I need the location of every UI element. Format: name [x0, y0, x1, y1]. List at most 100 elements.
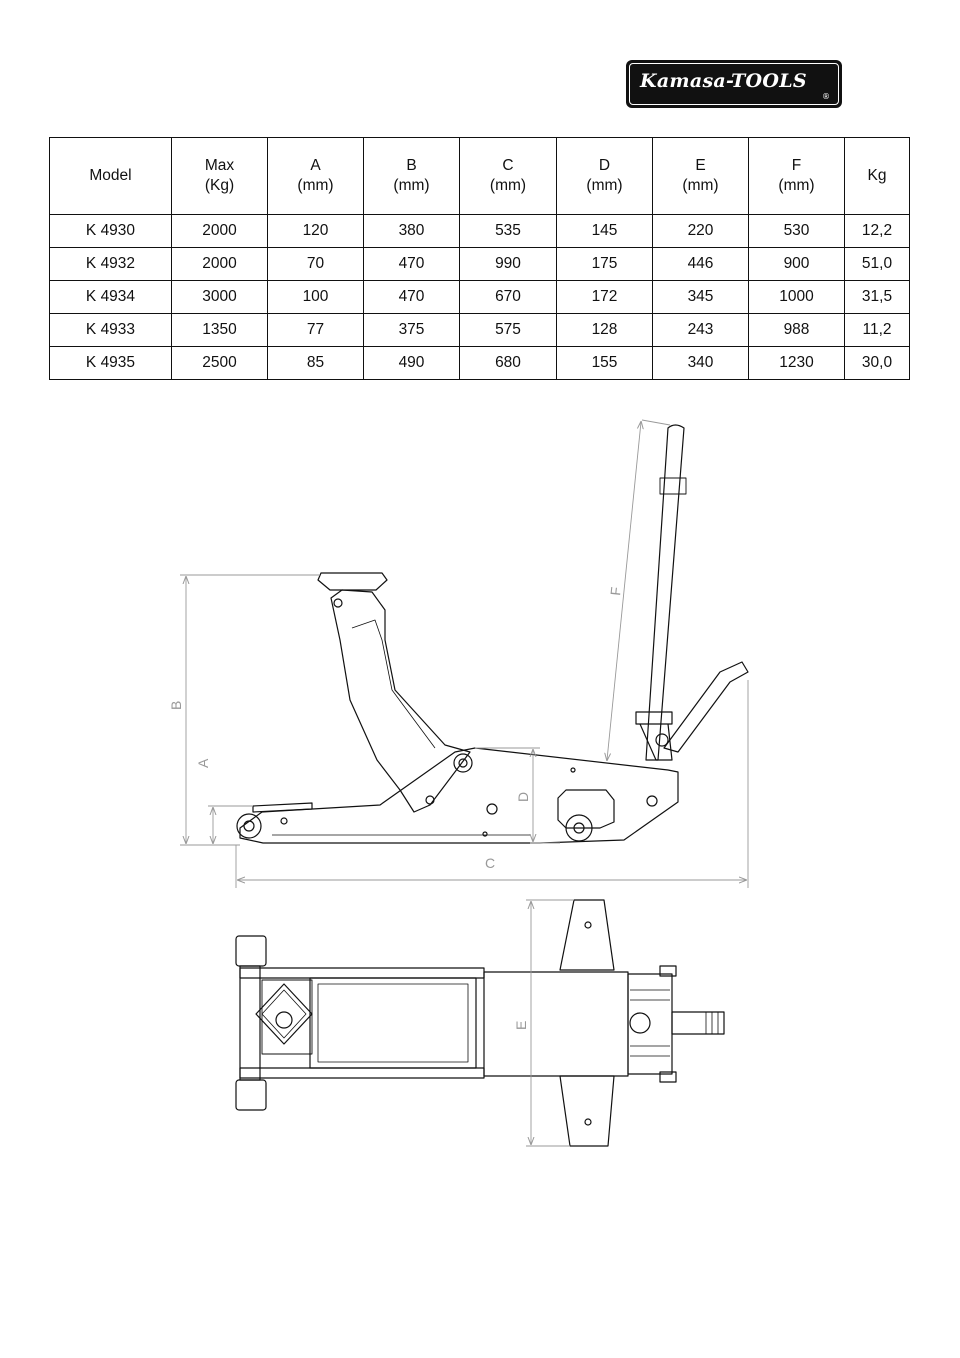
cell-a: 85 — [267, 346, 364, 380]
rear-wheel-hub — [573, 822, 585, 834]
cell-c: 990 — [459, 247, 557, 281]
lift-arm-inner — [351, 619, 436, 749]
cell-f: 1230 — [748, 346, 845, 380]
label-e: E — [513, 1021, 529, 1030]
frame-rail-top — [239, 967, 485, 979]
cell-c: 535 — [459, 214, 557, 248]
cell-a: 100 — [267, 280, 364, 314]
hydraulic-body-inner — [317, 983, 469, 1063]
cell-c: 680 — [459, 346, 557, 380]
chassis-hole — [486, 803, 498, 815]
cell-b: 470 — [363, 280, 460, 314]
lower-pivot — [425, 795, 435, 805]
pump-lines — [630, 989, 670, 1057]
cell-d: 175 — [556, 247, 653, 281]
pump-center — [629, 1012, 651, 1034]
table-row: K 4932 2000 70 470 990 175 446 900 51,0 — [49, 247, 910, 281]
cell-e: 243 — [652, 313, 749, 347]
saddle-frame — [261, 979, 313, 1055]
header-kg: Kg — [844, 137, 910, 215]
label-f: F — [607, 586, 624, 596]
cell-model: K 4935 — [49, 346, 172, 380]
cell-kg: 51,0 — [844, 247, 910, 281]
plate-hole — [584, 921, 592, 929]
foot-pedal — [663, 661, 749, 753]
handle-bracket — [635, 711, 673, 725]
cell-max: 2000 — [171, 214, 268, 248]
cell-model: K 4932 — [49, 247, 172, 281]
cell-e: 345 — [652, 280, 749, 314]
header-f: F(mm) — [748, 137, 845, 215]
cell-a: 77 — [267, 313, 364, 347]
cell-kg: 12,2 — [844, 214, 910, 248]
header-b: B(mm) — [363, 137, 460, 215]
cell-f: 900 — [748, 247, 845, 281]
cell-d: 172 — [556, 280, 653, 314]
table-row: K 4934 3000 100 470 670 172 345 1000 31,… — [49, 280, 910, 314]
saddle — [317, 572, 388, 591]
top-dimensions — [526, 899, 574, 1147]
brand-logo: Kamasa-TOOLS ® — [626, 60, 842, 108]
front-axle — [239, 965, 261, 1081]
frame-rail-bottom — [239, 1067, 485, 1079]
cell-e: 220 — [652, 214, 749, 248]
handle — [645, 424, 685, 761]
arm-pivot-inner — [458, 758, 468, 768]
cell-model: K 4934 — [49, 280, 172, 314]
handle-stub — [671, 1011, 725, 1035]
arm-pivot — [453, 753, 473, 773]
hydraulic-body — [309, 977, 477, 1069]
rear-wheel — [565, 814, 593, 842]
chassis-hole — [570, 767, 576, 773]
cell-kg: 31,5 — [844, 280, 910, 314]
table-row: K 4933 1350 77 375 575 128 243 988 11,2 — [49, 313, 910, 347]
header-c: C(mm) — [459, 137, 557, 215]
cell-b: 490 — [363, 346, 460, 380]
logo-border — [629, 63, 839, 105]
front-wheel-bottom — [235, 1079, 267, 1111]
handle-grip — [659, 477, 687, 495]
cross-plate-bottom — [559, 1075, 615, 1147]
rear-bracket-top — [659, 965, 677, 977]
cell-b: 375 — [363, 313, 460, 347]
front-wheel-top — [235, 935, 267, 967]
table-header-row: Model Max(Kg) A(mm) B(mm) C(mm) D(mm) E(… — [49, 137, 910, 215]
cell-model: K 4933 — [49, 313, 172, 347]
saddle-pivot — [333, 598, 343, 608]
front-wheel — [236, 813, 262, 839]
cell-c: 575 — [459, 313, 557, 347]
side-view — [236, 424, 749, 844]
cell-f: 530 — [748, 214, 845, 248]
jack-technical-drawing: B A C D F — [168, 419, 749, 1147]
side-dimensions — [180, 419, 749, 888]
cell-max: 1350 — [171, 313, 268, 347]
spec-table: Model Max(Kg) A(mm) B(mm) C(mm) D(mm) E(… — [49, 137, 910, 380]
cell-model: K 4930 — [49, 214, 172, 248]
cell-max: 3000 — [171, 280, 268, 314]
front-wheel-hub — [243, 820, 255, 832]
cell-max: 2000 — [171, 247, 268, 281]
cell-e: 340 — [652, 346, 749, 380]
plate-hole — [584, 1118, 592, 1126]
cell-d: 128 — [556, 313, 653, 347]
cell-d: 155 — [556, 346, 653, 380]
table-row: K 4935 2500 85 490 680 155 340 1230 30,0 — [49, 346, 910, 380]
header-model: Model — [49, 137, 172, 215]
logo-text: Kamasa-TOOLS — [640, 70, 807, 92]
chassis-hole — [482, 831, 488, 837]
chassis-hole — [646, 795, 658, 807]
cell-b: 380 — [363, 214, 460, 248]
pedal-pivot — [655, 733, 669, 747]
cross-plate — [559, 899, 615, 971]
cell-e: 446 — [652, 247, 749, 281]
cell-a: 120 — [267, 214, 364, 248]
cell-kg: 30,0 — [844, 346, 910, 380]
header-d: D(mm) — [556, 137, 653, 215]
cell-b: 470 — [363, 247, 460, 281]
cell-f: 1000 — [748, 280, 845, 314]
handle-stub-lines — [705, 1012, 719, 1034]
label-b: B — [168, 701, 184, 710]
saddle-top-center — [275, 1011, 293, 1029]
handle-socket — [639, 723, 673, 761]
cell-a: 70 — [267, 247, 364, 281]
